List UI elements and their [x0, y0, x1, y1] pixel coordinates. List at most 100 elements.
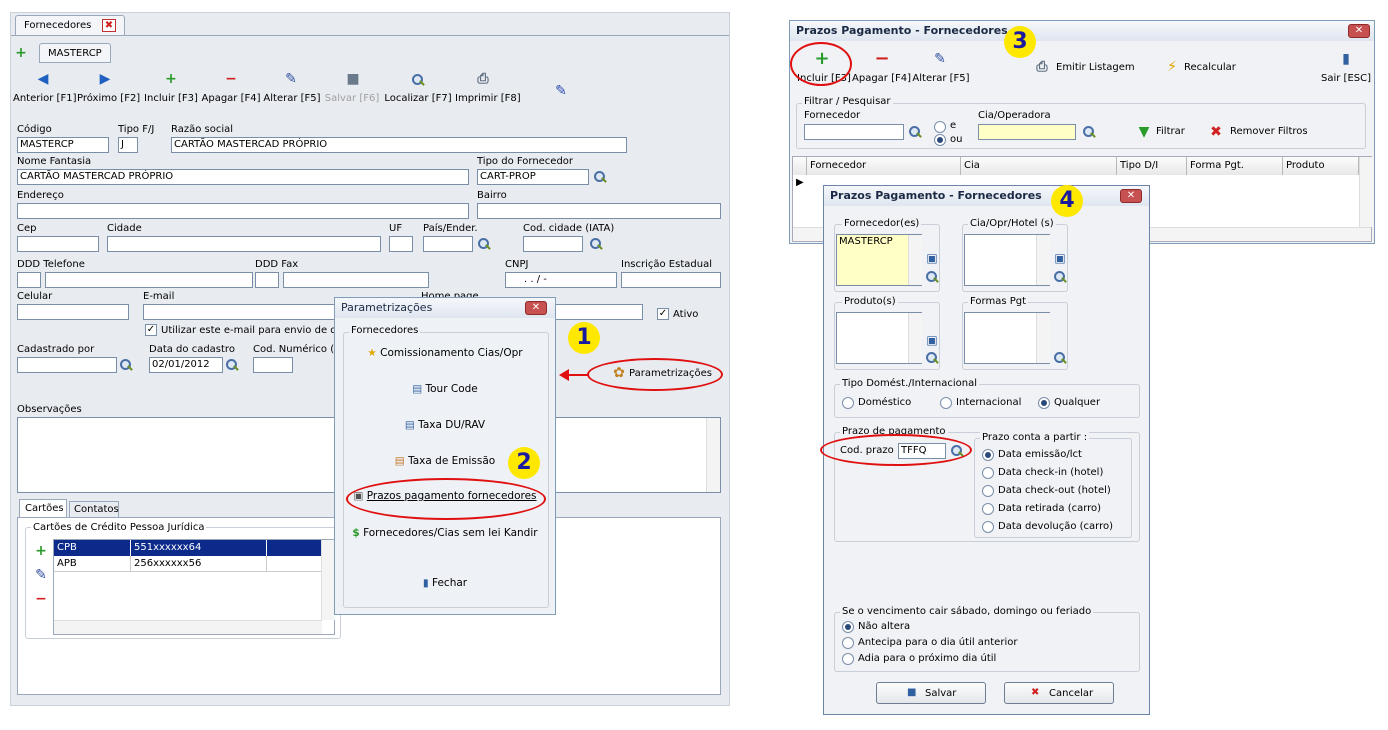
close-icon[interactable]: ✖ [102, 19, 116, 32]
fornecedores-list[interactable]: MASTERCP [836, 234, 922, 286]
list-add-icon[interactable]: ▣ [926, 333, 938, 347]
tipofj-field[interactable]: J [118, 137, 138, 153]
list-add-icon[interactable]: ▣ [926, 251, 938, 265]
fornecedores-scrollbar[interactable] [908, 235, 922, 285]
next-icon[interactable]: ▶ [99, 71, 111, 87]
grid-vscrollbar[interactable] [1359, 157, 1373, 227]
conta-emissao-radio[interactable] [982, 449, 994, 461]
salvar-button[interactable]: ■ Salvar [876, 682, 986, 704]
fantasia-field[interactable]: CARTÃO MASTERCAD PRÓPRIO [17, 169, 469, 185]
codigo-field[interactable]: MASTERCP [17, 137, 109, 153]
internacional-radio[interactable] [940, 397, 952, 409]
locate-button[interactable]: Localizar [F7] [384, 93, 452, 104]
search-icon[interactable] [477, 237, 491, 251]
tab-contatos[interactable]: Contatos [69, 501, 119, 517]
search-icon[interactable] [1053, 351, 1067, 365]
conta-checkin-radio[interactable] [982, 467, 994, 479]
conta-devolucao-radio[interactable] [982, 521, 994, 533]
search-icon[interactable] [925, 270, 939, 284]
ie-field[interactable] [621, 272, 721, 288]
pais-field[interactable] [423, 236, 473, 252]
filter-icon[interactable]: ▼ [1138, 124, 1150, 140]
printer-icon[interactable]: ⎙ [1036, 59, 1048, 75]
adia-radio[interactable] [842, 653, 854, 665]
endereco-field[interactable] [17, 203, 469, 219]
add-record-icon[interactable]: + [15, 45, 27, 61]
close-icon[interactable]: ✕ [525, 301, 547, 315]
fornecedor-filter-field[interactable] [804, 124, 904, 140]
formas-list[interactable] [964, 312, 1050, 364]
include-button[interactable]: Incluir [F3] [144, 93, 198, 104]
delete-card-icon[interactable]: − [35, 591, 47, 607]
col-produto[interactable]: Produto [1283, 157, 1359, 175]
remover-filtros-button[interactable]: Remover Filtros [1230, 126, 1308, 137]
search-icon[interactable] [1053, 270, 1067, 284]
codnum-field[interactable] [253, 357, 293, 373]
cep-field[interactable] [17, 236, 99, 252]
cancelar-button[interactable]: ✖ Cancelar [1004, 682, 1114, 704]
cnpj-field[interactable]: . . / - [505, 272, 617, 288]
cards-vscrollbar[interactable] [321, 540, 335, 620]
cadastrado-field[interactable] [17, 357, 117, 373]
ativo-checkbox[interactable]: ✓ [657, 308, 669, 320]
search-icon[interactable] [908, 125, 922, 139]
filtrar-button[interactable]: Filtrar [1156, 126, 1185, 137]
ddd-tel-field[interactable] [17, 272, 41, 288]
tipofor-field[interactable]: CART-PROP [477, 169, 589, 185]
codcidade-field[interactable] [523, 236, 583, 252]
datacad-field[interactable]: 02/01/2012 [149, 357, 223, 373]
edit-icon[interactable]: ✎ [285, 71, 297, 87]
table-row[interactable]: APB 256xxxxxx56 [54, 556, 322, 572]
tab-fornecedores[interactable]: Fornecedores ✖ [15, 15, 125, 35]
search-icon[interactable] [925, 351, 939, 365]
lightning-icon[interactable]: ⚡ [1167, 59, 1177, 75]
menu-fechar[interactable]: ▮ Fechar [335, 576, 555, 592]
previous-button[interactable]: Anterior [F1] [13, 93, 77, 104]
ou-radio[interactable] [934, 134, 946, 146]
formas-scrollbar[interactable] [1036, 313, 1050, 363]
menu-tour-code[interactable]: ▤ Tour Code [335, 382, 555, 398]
qualquer-radio[interactable] [1038, 397, 1050, 409]
emitir-listagem-button[interactable]: Emitir Listagem [1056, 62, 1135, 73]
razao-field[interactable]: CARTÃO MASTERCAD PRÓPRIO [171, 137, 627, 153]
cards-hscrollbar[interactable] [54, 620, 322, 634]
attach-icon[interactable]: ✎ [555, 83, 567, 99]
col-tipo[interactable]: Tipo D/I [1117, 157, 1187, 175]
tab-cartoes[interactable]: Cartões [19, 499, 67, 517]
cia-scrollbar[interactable] [1036, 235, 1050, 285]
edit-card-icon[interactable]: ✎ [35, 567, 47, 583]
list-add-icon[interactable]: ▣ [1054, 251, 1066, 265]
telefone-field[interactable] [45, 272, 253, 288]
print-button[interactable]: Imprimir [F8] [455, 93, 521, 104]
domestico-radio[interactable] [842, 397, 854, 409]
edit-icon[interactable]: ✎ [934, 51, 946, 67]
menu-taxa-emissao[interactable]: ▤ Taxa de Emissão [335, 454, 555, 470]
close-icon[interactable]: ✕ [1120, 189, 1142, 203]
delete-button[interactable]: Apagar [F4] [852, 73, 911, 84]
table-row[interactable]: CPB 551xxxxxx64 [54, 540, 322, 556]
printer-icon[interactable]: ⎙ [477, 71, 489, 87]
produto-list[interactable] [836, 312, 922, 364]
homepage-field[interactable] [551, 304, 643, 320]
edit-button[interactable]: Alterar [F5] [263, 93, 321, 104]
produto-scrollbar[interactable] [908, 313, 922, 363]
celular-field[interactable] [17, 304, 129, 320]
menu-sem-kandir[interactable]: $ Fornecedores/Cias sem lei Kandir [335, 526, 555, 542]
remove-filter-icon[interactable]: ✖ [1210, 124, 1222, 140]
col-fornecedor[interactable]: Fornecedor [807, 157, 961, 175]
fax-field[interactable] [283, 272, 429, 288]
search-icon[interactable] [119, 358, 133, 372]
search-icon[interactable] [411, 73, 425, 87]
col-forma[interactable]: Forma Pgt. [1187, 157, 1283, 175]
nao-altera-radio[interactable] [842, 621, 854, 633]
record-tab[interactable]: MASTERCP [39, 43, 111, 63]
menu-comissionamento[interactable]: ★ Comissionamento Cias/Opr [335, 346, 555, 362]
delete-icon[interactable]: − [874, 48, 890, 69]
recalcular-button[interactable]: Recalcular [1184, 62, 1236, 73]
uf-field[interactable] [389, 236, 413, 252]
delete-icon[interactable]: − [225, 71, 237, 87]
cia-list[interactable] [964, 234, 1050, 286]
search-icon[interactable] [225, 358, 239, 372]
include-icon[interactable]: + [165, 71, 177, 87]
previous-icon[interactable]: ◀ [37, 71, 49, 87]
